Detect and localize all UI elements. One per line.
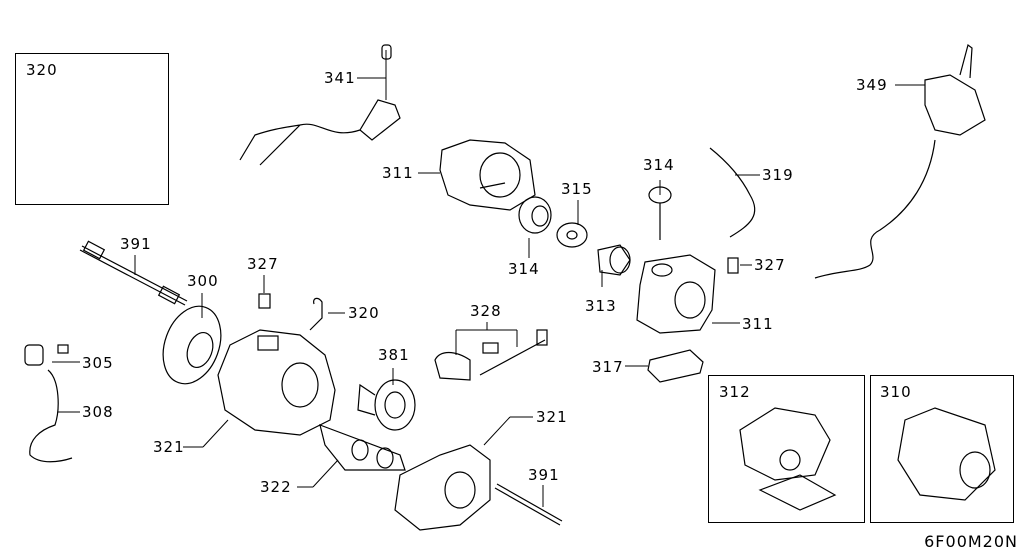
- inset-box-312: 312: [708, 375, 865, 523]
- inset-label-320[interactable]: 320: [26, 61, 58, 79]
- part-391-lower-shaft-sketch: [494, 483, 563, 526]
- callout-315[interactable]: 315: [561, 180, 593, 198]
- callout-321-extension[interactable]: 321: [536, 408, 568, 426]
- part-322-gear-shaft-sketch: [319, 424, 406, 471]
- callout-322[interactable]: 322: [260, 478, 292, 496]
- part-317-pan-sketch: [647, 349, 704, 383]
- leader-lines: [52, 50, 925, 507]
- callout-319[interactable]: 319: [762, 166, 794, 184]
- callout-327-left[interactable]: 327: [247, 255, 279, 273]
- part-328-shift-fork-sketch: [434, 329, 548, 381]
- callout-327-right[interactable]: 327: [754, 256, 786, 274]
- callout-317[interactable]: 317: [592, 358, 624, 376]
- callout-391-lower[interactable]: 391: [528, 466, 560, 484]
- part-308-hose-sketch: [29, 369, 73, 463]
- part-319-cable-sketch: [709, 147, 756, 238]
- part-305-cylinder-sketch: [24, 344, 69, 366]
- part-320-tube-sketch: [309, 297, 323, 331]
- part-314-bearing-sketch: [518, 196, 552, 234]
- inset-310-transaxle-sketch: [897, 407, 996, 501]
- callout-311-lower[interactable]: 311: [742, 315, 774, 333]
- callout-300[interactable]: 300: [187, 272, 219, 290]
- inset-label-310[interactable]: 310: [880, 383, 912, 401]
- part-311-case-sketch: [439, 139, 536, 211]
- part-381-final-gear-sketch: [357, 379, 416, 431]
- part-327-plug-sketch: [258, 293, 271, 309]
- callout-391-upper[interactable]: 391: [120, 235, 152, 253]
- callout-321-main[interactable]: 321: [153, 438, 185, 456]
- part-349-selector-sketch: [814, 43, 986, 279]
- callout-341[interactable]: 341: [324, 69, 356, 87]
- part-313-sketch: [597, 244, 631, 276]
- part-321-main-case-sketch: [217, 329, 336, 436]
- part-300-clutch-sketch: [162, 305, 222, 385]
- inset-box-310: 310: [870, 375, 1014, 523]
- part-314-dipstick-sketch: [648, 186, 672, 240]
- part-311-lower-case-sketch: [636, 254, 716, 334]
- callout-311[interactable]: 311: [382, 164, 414, 182]
- callout-305[interactable]: 305: [82, 354, 114, 372]
- callout-381[interactable]: 381: [378, 346, 410, 364]
- inset-box-320: 320: [15, 53, 169, 205]
- part-321-extension-case-sketch: [394, 444, 491, 531]
- part-315-gear-sketch: [556, 222, 588, 248]
- callout-313[interactable]: 313: [585, 297, 617, 315]
- callout-308[interactable]: 308: [82, 403, 114, 421]
- diagram-code: 6F00M20N: [924, 532, 1018, 551]
- callout-328[interactable]: 328: [470, 302, 502, 320]
- callout-314-bearing[interactable]: 314: [508, 260, 540, 278]
- part-327-switch-sketch: [727, 257, 739, 274]
- part-391-drive-shaft-sketch: [79, 240, 188, 306]
- part-341-shift-lever-sketch: [239, 44, 401, 166]
- inset-312-gasket-kit-sketch: [739, 407, 837, 511]
- callout-349[interactable]: 349: [856, 76, 888, 94]
- callout-320[interactable]: 320: [348, 304, 380, 322]
- callout-314-dipstick[interactable]: 314: [643, 156, 675, 174]
- inset-label-312[interactable]: 312: [719, 383, 751, 401]
